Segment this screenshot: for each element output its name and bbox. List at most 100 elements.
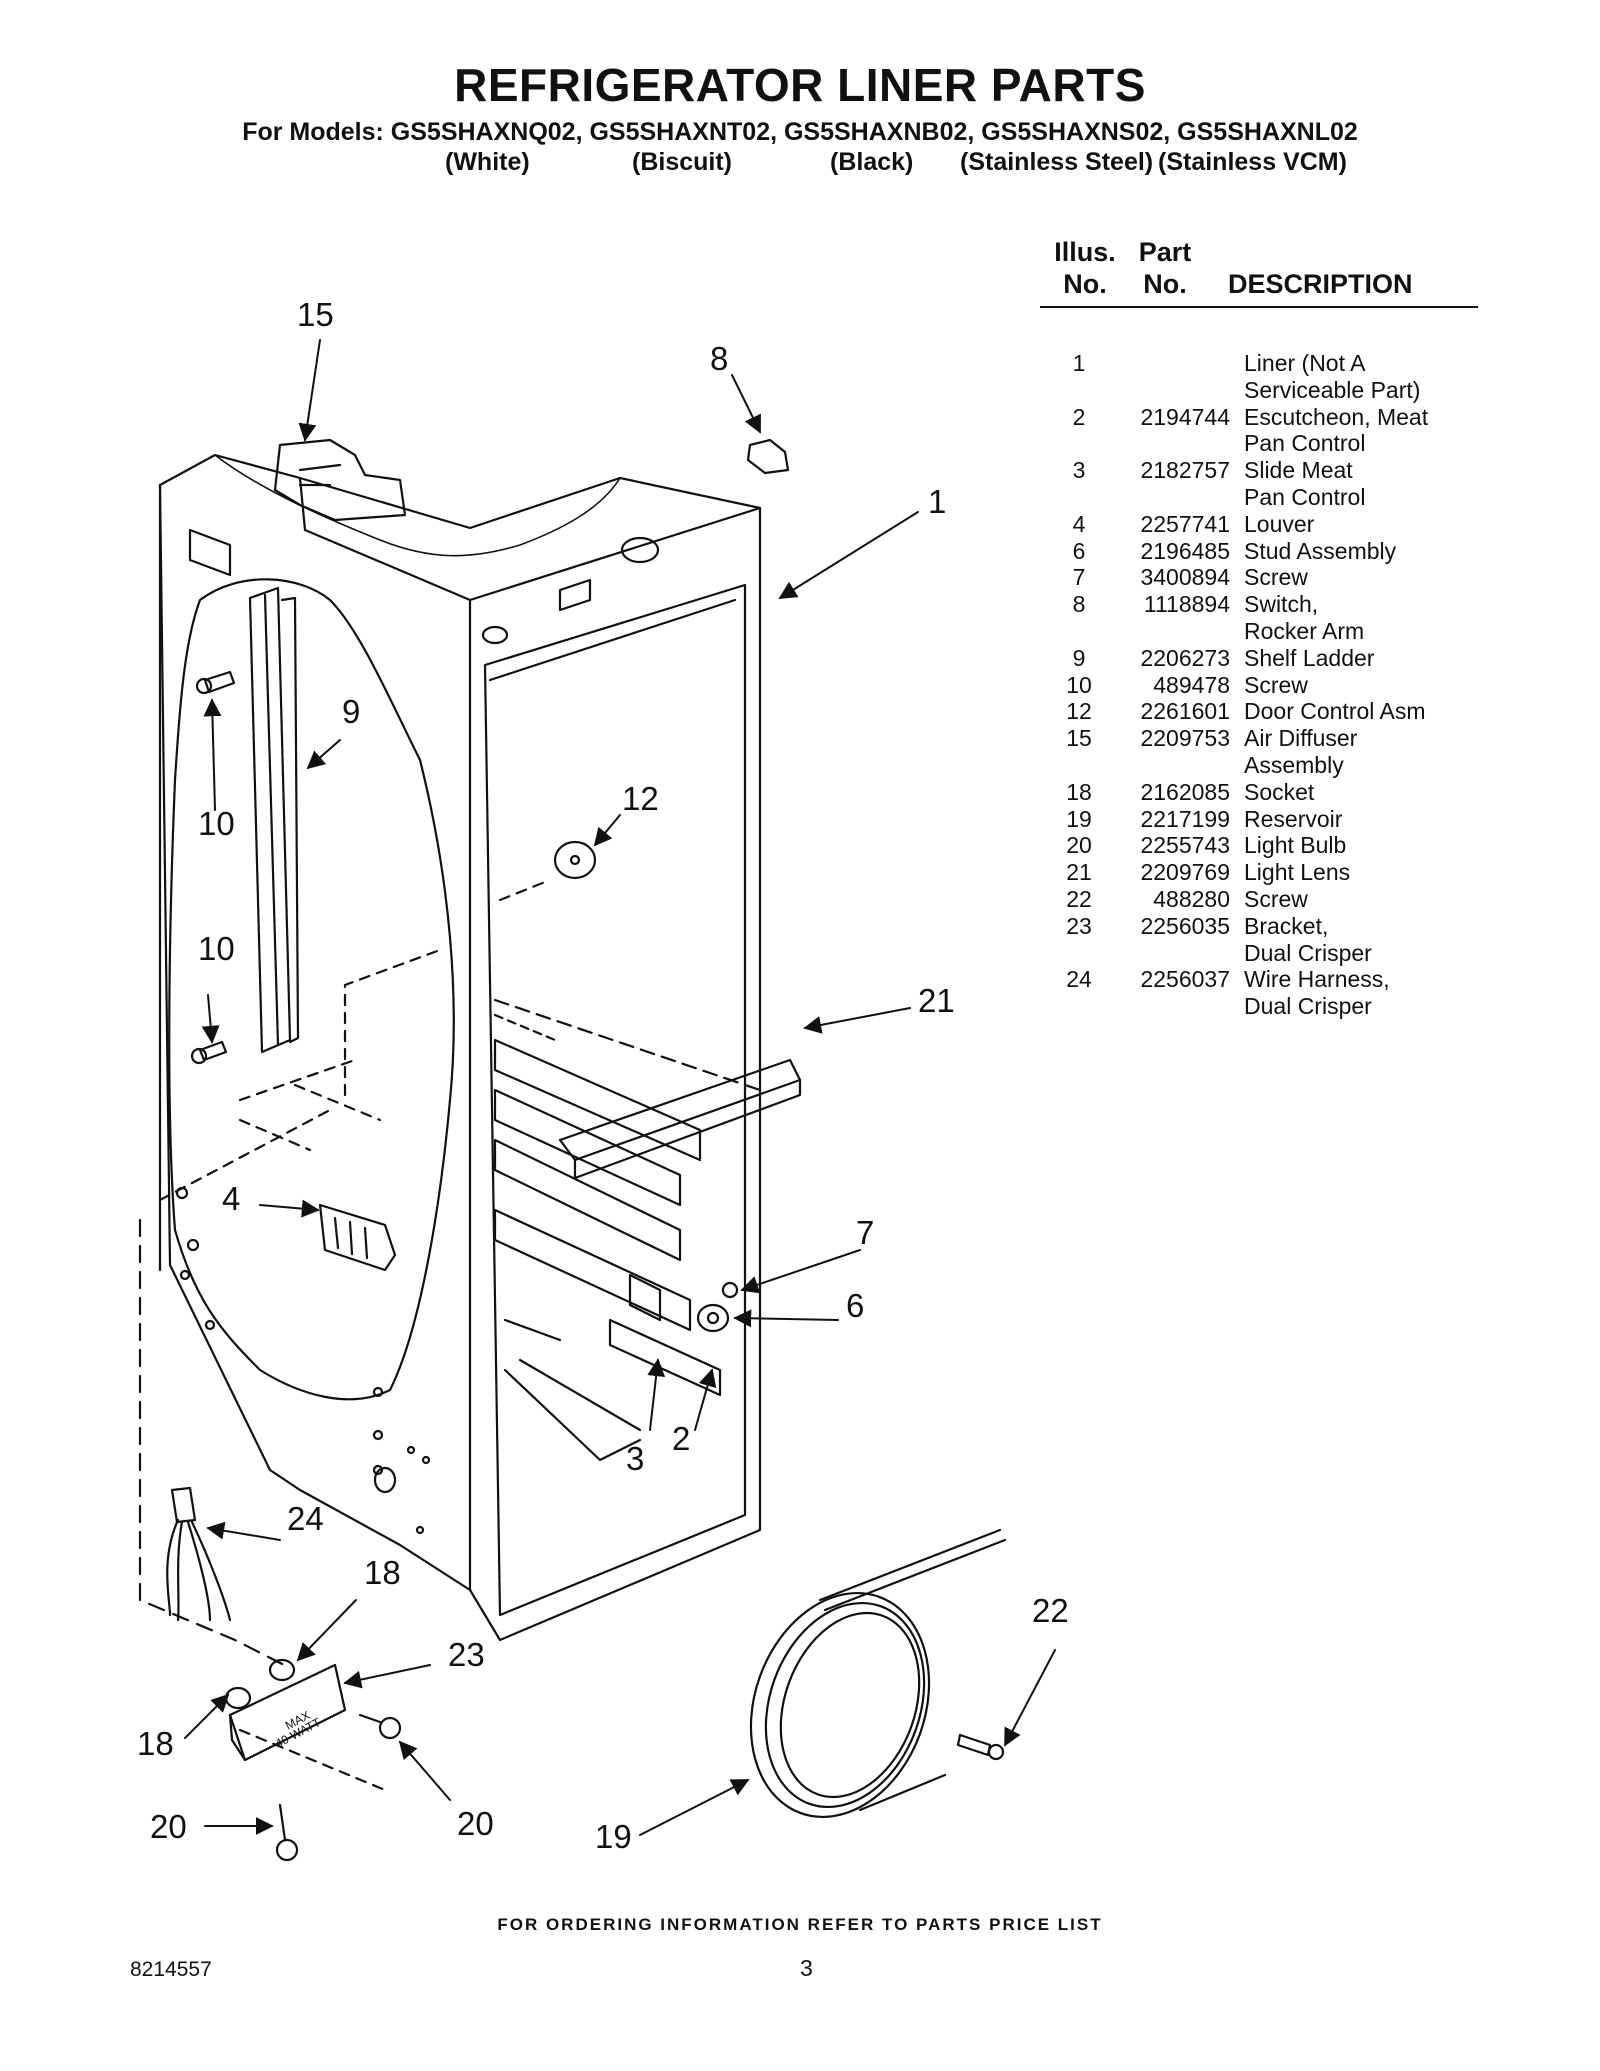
part-description: Door Control Asm — [1244, 698, 1426, 725]
part-number — [1118, 993, 1244, 1020]
illus-number — [1040, 618, 1118, 645]
callout-18b: 18 — [137, 1725, 174, 1762]
part-number — [1118, 484, 1244, 511]
callout-21: 21 — [918, 982, 955, 1019]
illus-number: 3 — [1072, 457, 1086, 484]
illus-number: 12 — [1066, 698, 1092, 725]
color-black: (Black) — [830, 148, 914, 176]
illus-number: 1 — [1072, 350, 1086, 376]
column-header-part: Part No. — [1125, 236, 1205, 300]
part-description: Dual Crisper — [1244, 993, 1372, 1020]
callout-6: 6 — [846, 1287, 865, 1324]
wire-harness-part — [166, 1486, 232, 1622]
illus-number — [1040, 430, 1118, 457]
part-number: 2194744 — [1140, 403, 1230, 430]
part-number: 2196485 — [1140, 537, 1230, 564]
callout-20b: 20 — [457, 1805, 494, 1842]
illus-number — [1040, 752, 1118, 779]
screw-part — [190, 670, 236, 1065]
callout-3: 3 — [626, 1440, 645, 1477]
air-diffuser-part — [273, 438, 407, 522]
table-row: Rocker Arm — [1040, 618, 1480, 645]
part-description: Liner (Not A — [1244, 350, 1366, 376]
part-description: Shelf Ladder — [1244, 644, 1375, 671]
illus-number: 10 — [1066, 671, 1092, 698]
illus-number — [1040, 377, 1118, 404]
part-number: 2209753 — [1140, 725, 1230, 752]
column-header-description: DESCRIPTION — [1228, 269, 1413, 299]
illus-number: 20 — [1066, 832, 1092, 859]
callout-9: 9 — [342, 693, 361, 730]
part-number: 2182757 — [1140, 457, 1230, 484]
part-number — [1118, 752, 1244, 779]
part-header-line2: No. — [1143, 269, 1187, 299]
ordering-note: FOR ORDERING INFORMATION REFER TO PARTS … — [497, 1915, 1103, 1934]
part-description: Bracket, — [1244, 912, 1329, 939]
part-description: Slide Meat — [1244, 457, 1353, 484]
shelf-ladder-part — [248, 586, 300, 1054]
callout-20a: 20 — [150, 1808, 187, 1845]
illus-number: 9 — [1072, 644, 1086, 671]
part-description: Air Diffuser — [1244, 725, 1358, 752]
illus-number: 21 — [1066, 859, 1092, 886]
part-number: 2256037 — [1140, 966, 1230, 993]
table-row: Dual Crisper — [1040, 993, 1480, 1020]
part-description: Escutcheon, Meat — [1244, 403, 1429, 430]
illus-number — [1040, 940, 1118, 967]
illus-number: 6 — [1072, 537, 1086, 564]
callout-22: 22 — [1032, 1592, 1069, 1629]
part-header-line1: Part — [1138, 237, 1192, 267]
callout-arrows — [184, 339, 1056, 1836]
callout-18a: 18 — [364, 1554, 401, 1591]
liner-body — [138, 453, 762, 1792]
part-number — [1118, 430, 1244, 457]
callout-10b: 10 — [198, 930, 235, 967]
table-row: 19 2217199 Reservoir — [1040, 806, 1480, 833]
color-stainless-vcm: (Stainless VCM) — [1158, 148, 1347, 176]
illus-number: 2 — [1072, 403, 1086, 430]
color-biscuit: (Biscuit) — [632, 148, 732, 176]
part-description: Reservoir — [1244, 805, 1343, 832]
illus-number: 22 — [1066, 885, 1092, 912]
light-bulb-part — [275, 1713, 402, 1862]
models-line: For Models: GS5SHAXNQ02, GS5SHAXNT02, GS… — [242, 118, 1358, 146]
part-number: 1118894 — [1143, 591, 1230, 618]
illus-number — [1040, 993, 1118, 1020]
callout-15: 15 — [297, 296, 334, 333]
callout-24: 24 — [287, 1500, 324, 1537]
part-number: 2261601 — [1140, 698, 1230, 725]
part-number — [1118, 940, 1244, 967]
part-number: 489478 — [1153, 671, 1230, 698]
part-description: Switch, — [1244, 591, 1319, 618]
callout-19: 19 — [595, 1818, 632, 1855]
color-stainless-steel: (Stainless Steel) — [960, 148, 1154, 176]
table-row: Serviceable Part) — [1040, 377, 1480, 404]
table-row: Pan Control — [1040, 430, 1480, 457]
illus-number: 19 — [1066, 805, 1092, 832]
table-row: 8 1118894 Switch, — [1040, 591, 1480, 618]
part-number: 2162085 — [1140, 778, 1230, 805]
part-number: 2217199 — [1140, 805, 1230, 832]
screw-22-part — [956, 1733, 1005, 1761]
part-number: 2256035 — [1140, 912, 1230, 939]
table-row: Assembly — [1040, 752, 1480, 779]
illus-header-line2: No. — [1063, 269, 1107, 299]
part-description: Rocker Arm — [1244, 617, 1365, 644]
callout-23: 23 — [448, 1636, 485, 1673]
table-row: 12 2261601 Door Control Asm — [1040, 698, 1480, 725]
part-description: Light Lens — [1244, 859, 1351, 886]
callout-8: 8 — [710, 340, 729, 377]
illus-number: 8 — [1072, 591, 1086, 618]
table-row: 2 2194744 Escutcheon, Meat — [1040, 404, 1480, 431]
callout-1: 1 — [928, 483, 947, 520]
callout-12: 12 — [622, 780, 659, 817]
color-white: (White) — [445, 148, 530, 176]
